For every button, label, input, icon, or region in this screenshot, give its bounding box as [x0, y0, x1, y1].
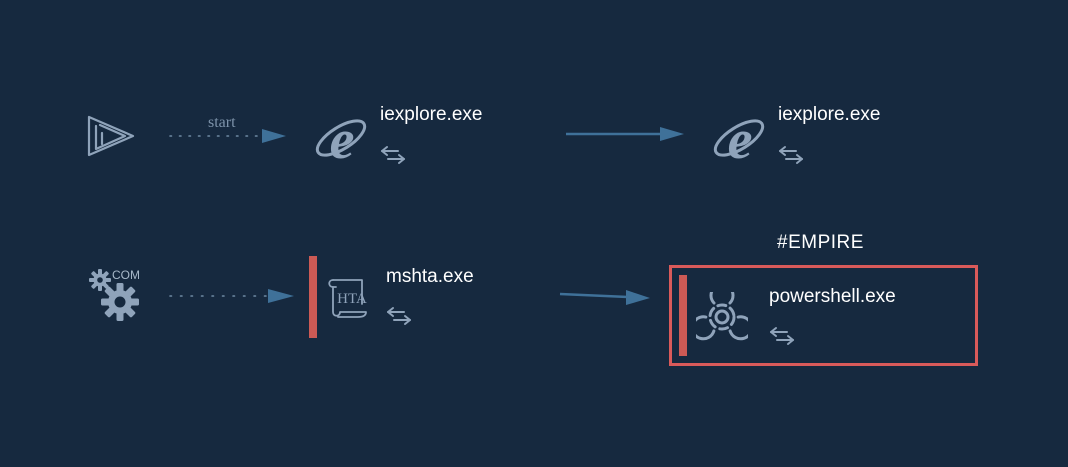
alert-bar [309, 256, 317, 338]
sync-arrows-icon [778, 145, 806, 165]
sync-arrows-icon [386, 306, 414, 326]
process-name-iexplore-1: iexplore.exe [380, 104, 483, 125]
dotted-arrow [168, 286, 300, 306]
solid-arrow [564, 124, 688, 144]
gears-icon [88, 266, 144, 324]
hta-icon-text: HTA [337, 291, 367, 307]
edge-label-start: start [208, 114, 236, 131]
process-name-iexplore-2: iexplore.exe [778, 104, 881, 125]
empire-tag-label: #EMPIRE [777, 232, 864, 253]
alert-bar [679, 275, 687, 356]
internet-explorer-icon: e [710, 108, 768, 166]
highlight-box [669, 265, 978, 366]
dotted-arrow [168, 126, 290, 146]
sync-arrows-icon [769, 326, 797, 346]
svg-text:e: e [728, 109, 753, 166]
internet-explorer-icon: e [312, 108, 370, 166]
process-name-mshta: mshta.exe [386, 266, 474, 287]
solid-arrow [558, 286, 654, 308]
biohazard-icon [696, 292, 748, 344]
sync-arrows-icon [380, 145, 408, 165]
svg-text:e: e [330, 109, 355, 166]
com-label: COM [112, 268, 140, 282]
play-launch-icon [86, 111, 138, 163]
hta-scroll-icon: HTA [324, 274, 370, 320]
process-name-powershell: powershell.exe [769, 286, 896, 307]
